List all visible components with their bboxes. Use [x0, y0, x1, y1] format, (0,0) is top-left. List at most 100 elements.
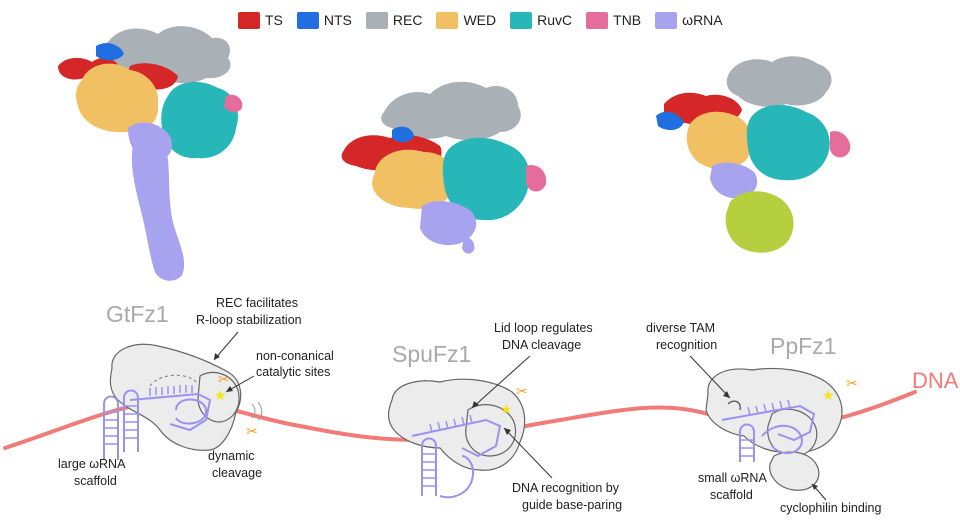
ppfz1-guide-ticks — [747, 399, 791, 416]
ppfz1-hairpin-ticks — [740, 439, 754, 457]
gtfz1-cleavage-note-line-1: dynamic — [208, 449, 255, 463]
schematic-gtfz1: GtFz1 ★ ✂ ✂ REC facilitates R-loop stabi… — [58, 296, 334, 488]
gtfz1-tnb — [224, 94, 243, 113]
density-map-ppfz1 — [656, 56, 851, 253]
legend-label-ts: TS — [265, 12, 283, 28]
dynamic-motion-lines — [251, 401, 263, 421]
gtfz1-rec-arrow — [213, 331, 239, 361]
gtfz1-catalytic-arrowhead — [226, 386, 233, 392]
spufz1-tnb — [526, 164, 547, 192]
ppfz1-wrna-hairpin — [739, 423, 755, 462]
dna-label: DNA — [912, 368, 959, 393]
color-legend: TS NTS REC WED RuvC TNB ωRNA — [238, 8, 723, 32]
scissors-icon: ✂ — [516, 383, 528, 399]
legend-label-nts: NTS — [323, 12, 352, 28]
gtfz1-wrna-hairpin-2 — [123, 389, 139, 452]
star-icon: ★ — [500, 401, 513, 417]
gtfz1-nts — [96, 43, 124, 61]
star-icon: ★ — [214, 387, 227, 403]
legend-label-ruvc: RuvC — [537, 12, 573, 28]
density-map-spufz1 — [341, 81, 547, 254]
spufz1-nts — [392, 126, 414, 143]
scissors-icon: ✂ — [246, 423, 258, 439]
gtfz1-rec-note-line-1: REC facilitates — [216, 296, 298, 310]
ppfz1-tam-arrow — [689, 355, 731, 399]
legend-item-tnb: TNB — [586, 11, 642, 29]
gtfz1-ruvc — [161, 81, 238, 159]
legend-item-nts: NTS — [296, 11, 352, 29]
ppfz1-tam-arrowhead — [723, 391, 730, 398]
schematic-spufz1: SpuFz1 ★ ✂ Lid loop regulates DNA cleava… — [387, 321, 622, 512]
spufz1-recognition-note-line-1: DNA recognition by — [512, 481, 620, 495]
spufz1-recognition-note-line-2: guide base-paring — [522, 498, 622, 512]
spufz1-wrna-hairpin — [421, 437, 437, 496]
gtfz1-rec-note-line-2: R-loop stabilization — [196, 313, 302, 327]
gtfz1-cleavage-note-line-2: cleavage — [212, 466, 262, 480]
ppfz1-scaffold-note-line-1: small ωRNA — [698, 471, 767, 485]
legend-item-ruvc: RuvC — [510, 11, 573, 29]
legend-item-wrna: ωRNA — [655, 11, 723, 29]
ppfz1-nts — [656, 111, 684, 131]
gtfz1-wrna-stem — [131, 133, 185, 281]
spufz1-lid-note-line-1: Lid loop regulates — [494, 321, 593, 335]
spufz1-guide-rna — [411, 418, 502, 458]
ppfz1-lobe — [767, 408, 818, 457]
ppfz1-scaffold-note-line-2: scaffold — [710, 488, 753, 502]
gtfz1-wrna-hairpin-1 — [103, 395, 119, 460]
ppfz1-tam-note-line-2: recognition — [656, 338, 717, 352]
legend-label-rec: REC — [392, 12, 423, 28]
spufz1-lobe — [465, 404, 517, 457]
ppfz1-wrna — [710, 162, 758, 199]
legend-swatch-nts — [296, 11, 319, 29]
ppfz1-cyclophilin-arrowhead — [812, 484, 818, 490]
legend-label-wed: WED — [463, 12, 497, 28]
gtfz1-body — [109, 343, 242, 451]
ppfz1-cyclophilin-domain — [769, 451, 820, 491]
gtfz1-scaffold-note-line-2: scaffold — [74, 474, 117, 488]
ppfz1-wed — [686, 111, 753, 170]
spufz1-wrna-tail — [462, 237, 475, 254]
spufz1-wed — [372, 149, 455, 209]
ppfz1-cyclophilin — [725, 191, 794, 253]
spufz1-hairpin-ticks — [422, 453, 436, 487]
legend-swatch-tnb — [586, 11, 609, 29]
ppfz1-stem-loop — [761, 425, 804, 455]
gtfz1-rec-arrowhead — [214, 353, 220, 360]
scissors-icon: ✂ — [218, 371, 230, 387]
star-icon: ★ — [822, 387, 835, 403]
ppfz1-tnb — [830, 131, 851, 158]
ppfz1-guide-rna — [721, 404, 816, 442]
legend-swatch-wrna — [655, 11, 678, 29]
gtfz1-guide-ticks — [149, 385, 193, 396]
ppfz1-tam-note-line-1: diverse TAM — [646, 321, 715, 335]
spufz1-name: SpuFz1 — [392, 341, 471, 367]
spufz1-lid-note-line-2: DNA cleavage — [502, 338, 581, 352]
density-map-gtfz1 — [58, 26, 243, 281]
ppfz1-ruvc — [746, 104, 830, 181]
legend-swatch-ruvc — [510, 11, 533, 29]
spufz1-wrna — [420, 201, 477, 246]
legend-item-wed: WED — [436, 11, 497, 29]
legend-swatch-wed — [436, 11, 459, 29]
ppfz1-name: PpFz1 — [770, 333, 836, 359]
spufz1-recognition-arrow — [503, 427, 553, 479]
legend-label-wrna: ωRNA — [682, 12, 723, 28]
spufz1-ruvc — [442, 137, 530, 221]
legend-item-rec: REC — [365, 11, 423, 29]
spufz1-lid-arrow — [471, 355, 531, 409]
gtfz1-guide-rna — [129, 392, 212, 432]
gtfz1-hairpin-ticks — [104, 405, 138, 445]
spufz1-guide-ticks — [429, 414, 473, 433]
ppfz1-rec — [726, 56, 832, 107]
gtfz1-name: GtFz1 — [106, 301, 169, 327]
ppfz1-cyclophilin-note: cyclophilin binding — [780, 501, 882, 515]
gtfz1-catalytic-note-line-2: catalytic sites — [256, 365, 330, 379]
gtfz1-stem-loop — [175, 398, 208, 425]
legend-label-tnb: TNB — [613, 12, 642, 28]
schematic-ppfz1: PpFz1 ★ ✂ diverse TAM recognition small … — [646, 321, 882, 515]
spufz1-rec — [381, 81, 521, 141]
legend-item-ts: TS — [238, 11, 283, 29]
gtfz1-catalytic-note-line-1: non-conanical — [256, 349, 334, 363]
gtfz1-wed — [75, 63, 159, 133]
legend-swatch-rec — [365, 11, 388, 29]
